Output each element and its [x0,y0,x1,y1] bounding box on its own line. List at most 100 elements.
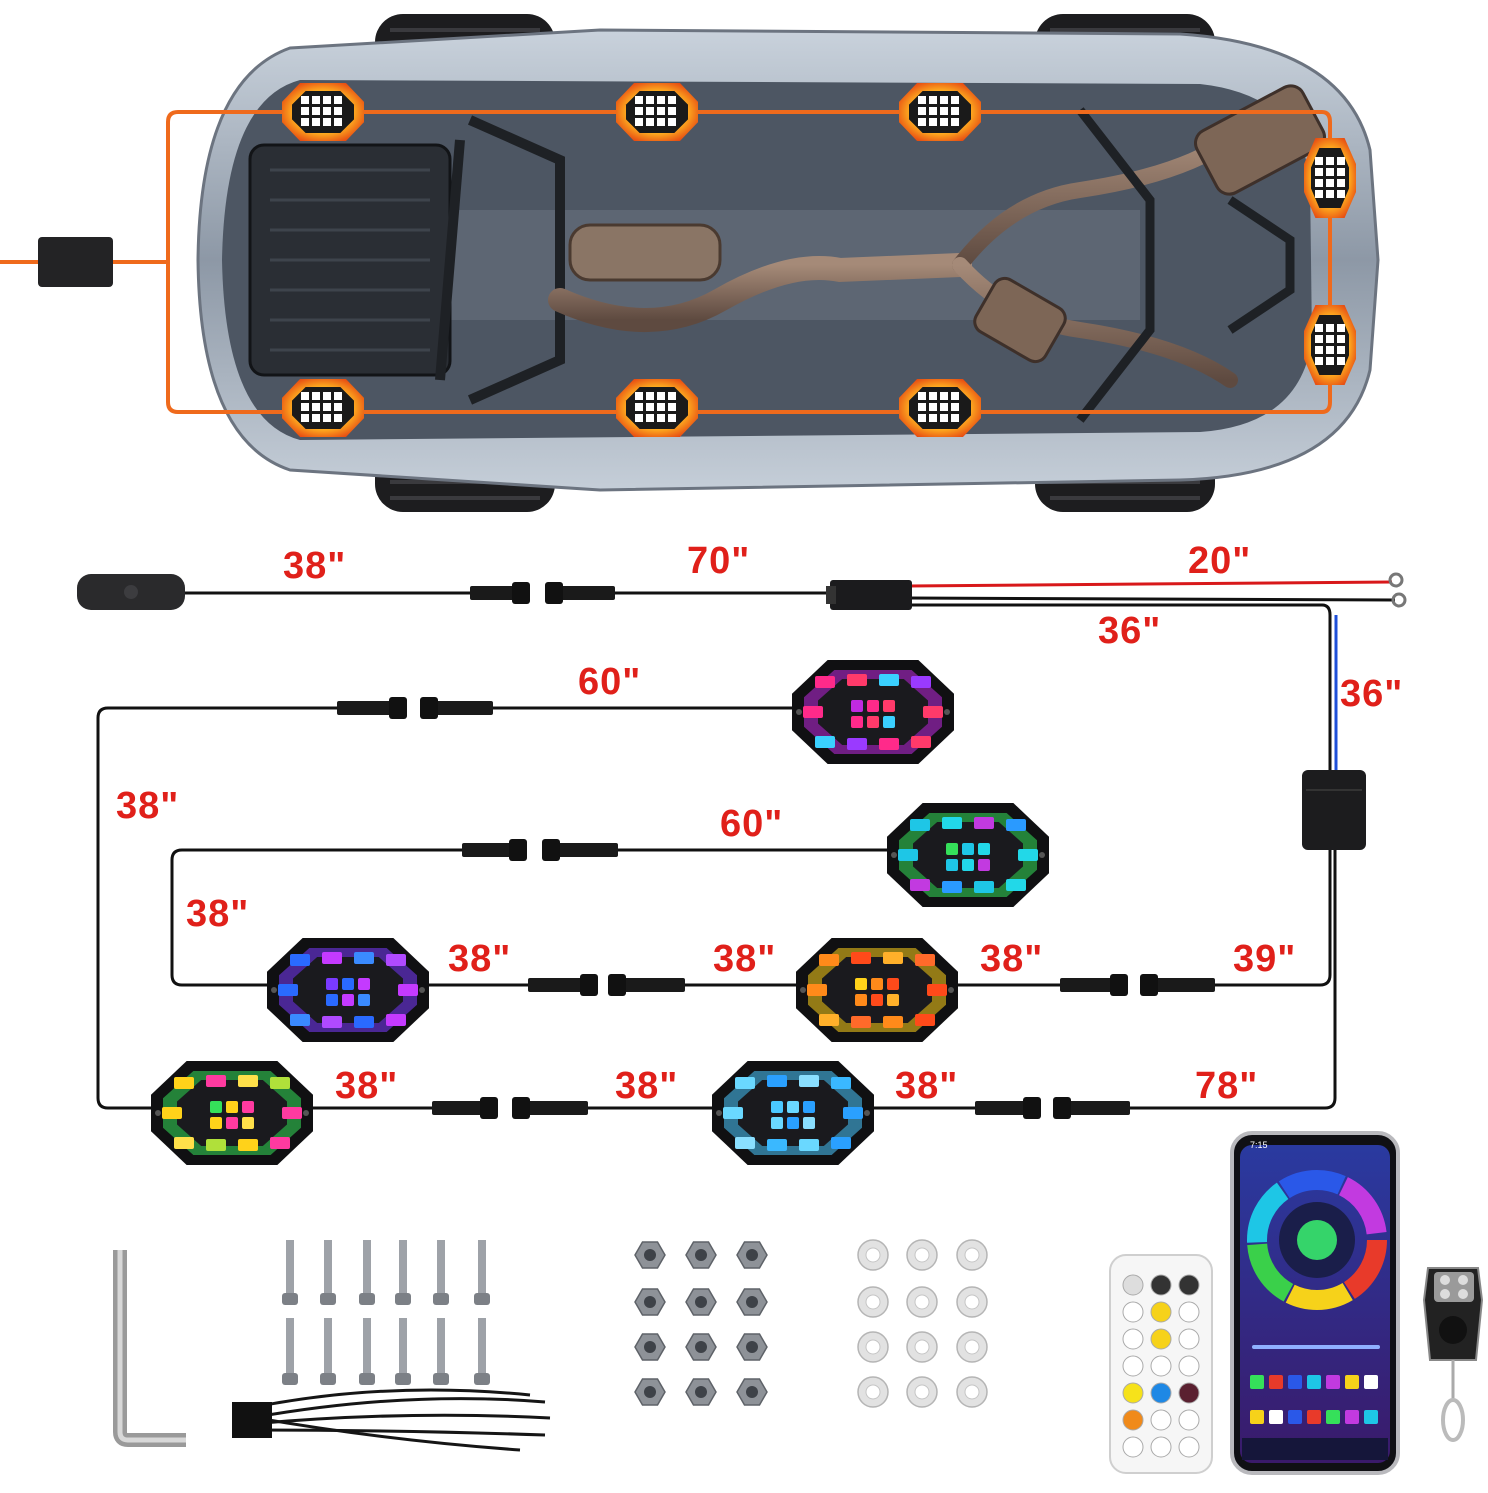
car-underbody-illustration [0,14,1380,512]
car-rock-light-pod-icon [282,379,364,437]
wire-length-switch-cable: 38" [283,545,347,587]
wire-length-pod-1-return: 38" [116,785,180,827]
wire-length-pod-1-lead: 60" [578,661,642,703]
car-light-wiring [0,110,1332,414]
connector-plug-icon [512,1097,588,1119]
bolt-icon [474,1240,490,1305]
color-swatch-icon [1364,1410,1378,1424]
remote-button-icon [1150,1436,1172,1458]
connector-plug-icon [1060,974,1128,996]
color-swatch-icon [1364,1375,1378,1389]
wire-length-row-4-right: 38" [895,1065,959,1107]
remote-button-icon [1178,1301,1200,1323]
car-rock-light-pod-icon [1304,305,1356,385]
hex-nut-icon [685,1333,717,1361]
wire-length-row-3-right: 38" [980,938,1044,980]
controller-box-icon [1302,770,1366,850]
remote-button-icon [1178,1436,1200,1458]
car-rock-light-pod-icon [899,379,981,437]
washer-icon [857,1331,889,1363]
wire-length-row-3-controller: 39" [1233,938,1297,980]
catalytic-converter [568,223,722,282]
washer-icon [906,1286,938,1318]
remote-button-icon [1122,1382,1144,1404]
bolt-set [282,1240,490,1385]
smartphone-app-icon [1230,1131,1400,1475]
wire-length-extension-cable: 70" [687,540,751,582]
remote-button-icon [1150,1382,1172,1404]
hex-nut-icon [634,1378,666,1406]
bolt-icon [359,1240,375,1305]
color-swatch-icon [1345,1410,1359,1424]
rock-light-pod-icon [792,660,954,764]
rear-suspension [1076,107,1295,423]
cable-tie-icon [232,1388,551,1452]
wire-length-pod-2-return: 38" [186,893,250,935]
wire-length-row-4-controller: 78" [1195,1065,1259,1107]
ring-terminals [1388,572,1407,608]
hex-nut-set [634,1241,768,1406]
connector-plug-icon [432,1097,498,1119]
color-swatch-icon [1307,1410,1321,1424]
washer-icon [956,1239,988,1271]
wire-length-row-3-mid: 38" [713,938,777,980]
wire-length-row-4-left: 38" [335,1065,399,1107]
color-wheel-icon [1247,1170,1387,1310]
remote-button-icon [1150,1355,1172,1377]
wire-length-row-4-mid: 38" [615,1065,679,1107]
car-rock-light-pod-icon [1304,138,1356,218]
connector-plug-icon [528,974,598,996]
washer-icon [956,1331,988,1363]
remote-button-icon [1122,1274,1144,1296]
inline-switch-icon [77,574,185,610]
bolt-icon [359,1318,375,1385]
rock-light-pod-icon [267,938,429,1042]
connector-plug-icon [470,582,530,604]
car-rock-light-pod-icon [616,379,698,437]
wire-length-power-lead: 36" [1098,610,1162,652]
wire-length-row-3-left: 38" [448,938,512,980]
connector-plug-icon [462,839,527,861]
color-swatch-icon [1326,1375,1340,1389]
ir-remote-icon [1109,1254,1213,1474]
color-swatch-icon [1250,1375,1264,1389]
washer-icon [956,1286,988,1318]
car-rock-light-pod-icon [899,83,981,141]
car-rock-light-pod-icon [282,83,364,141]
color-swatch-icon [1250,1410,1264,1424]
bolt-icon [282,1318,298,1385]
hex-nut-icon [736,1241,768,1269]
connector-plug-icon [420,697,493,719]
engine-skid-plate [248,143,452,377]
color-swatch-icon [1345,1375,1359,1389]
color-swatch-icon [1326,1410,1340,1424]
color-swatch-icon [1269,1410,1283,1424]
washer-icon [906,1239,938,1271]
washer-icon [906,1331,938,1363]
wire-length-controller-lead: 36" [1340,673,1404,715]
front-subframe [435,115,565,405]
wire-length-pod-2-lead: 60" [720,803,784,845]
connector-plug-icon [975,1097,1041,1119]
remote-button-icon [1150,1409,1172,1431]
connector-plug-icon [337,697,407,719]
bolt-icon [320,1240,336,1305]
washer-icon [906,1376,938,1408]
washer-icon [857,1239,889,1271]
connector-plug-icon [608,974,685,996]
remote-button-icon [1178,1274,1200,1296]
hex-nut-icon [634,1333,666,1361]
remote-button-icon [1150,1274,1172,1296]
washer-icon [956,1376,988,1408]
bolt-icon [395,1318,411,1385]
rock-light-pod-icon [796,938,958,1042]
remote-button-icon [1178,1355,1200,1377]
rock-light-pod-icon [151,1061,313,1165]
hex-nut-icon [736,1333,768,1361]
remote-button-icon [1178,1328,1200,1350]
remote-button-icon [1122,1328,1144,1350]
color-swatch-icon [1307,1375,1321,1389]
bolt-icon [433,1318,449,1385]
connector-plug-icon [1053,1097,1130,1119]
